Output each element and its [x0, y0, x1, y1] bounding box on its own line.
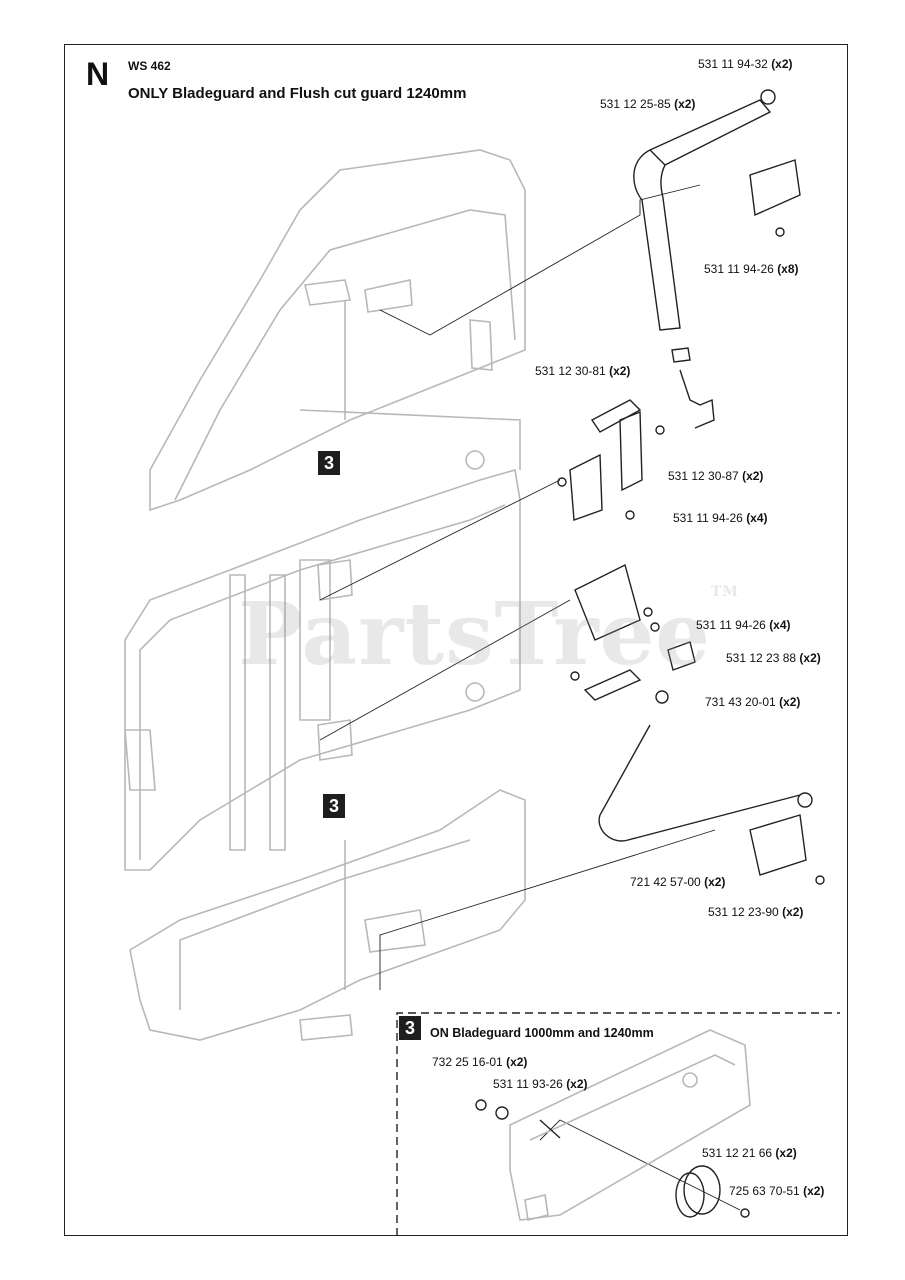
part-label: 531 12 30-87 (x2) — [668, 469, 764, 483]
part-label: 531 12 30-81 (x2) — [535, 364, 631, 378]
part-label: 531 11 94-26 (x4) — [696, 618, 791, 632]
part-label: 531 12 23 88 (x2) — [726, 651, 821, 665]
callout-3-upper: 3 — [318, 451, 340, 475]
part-label: 732 25 16-01 (x2) — [432, 1055, 528, 1069]
guard-middle-section — [124, 409, 521, 871]
callout-3-lower: 3 — [323, 794, 345, 818]
part-label: 531 11 94-26 (x8) — [704, 262, 799, 276]
hardware-parts — [557, 89, 825, 885]
part-label: 531 11 94-32 (x2) — [698, 57, 793, 71]
page-title: ONLY Bladeguard and Flush cut guard 1240… — [128, 85, 467, 102]
section-letter: N — [86, 56, 110, 92]
inset-frame — [396, 1012, 840, 1236]
leader-lines — [319, 184, 741, 1211]
watermark: PartsTreeTM — [238, 584, 739, 685]
part-label: 531 11 94-26 (x4) — [673, 511, 768, 525]
guard-bottom-section — [129, 789, 526, 1041]
part-label: 531 12 25-85 (x2) — [600, 97, 696, 111]
part-label: 531 12 21 66 (x2) — [702, 1146, 797, 1160]
guard-top-section — [149, 149, 526, 512]
inset-title: ON Bladeguard 1000mm and 1240mm — [430, 1026, 654, 1040]
part-label: 531 12 23-90 (x2) — [708, 905, 804, 919]
inset-guard — [509, 1029, 751, 1221]
callout-3-inset: 3 — [399, 1016, 421, 1040]
part-label: 731 43 20-01 (x2) — [705, 695, 801, 709]
model-name: WS 462 — [128, 59, 171, 73]
part-label: 531 11 93-26 (x2) — [493, 1077, 588, 1091]
inset-hardware — [475, 1099, 750, 1218]
part-label: 721 42 57-00 (x2) — [630, 875, 726, 889]
part-label: 725 63 70-51 (x2) — [729, 1184, 825, 1198]
diagram-frame — [64, 44, 848, 1236]
